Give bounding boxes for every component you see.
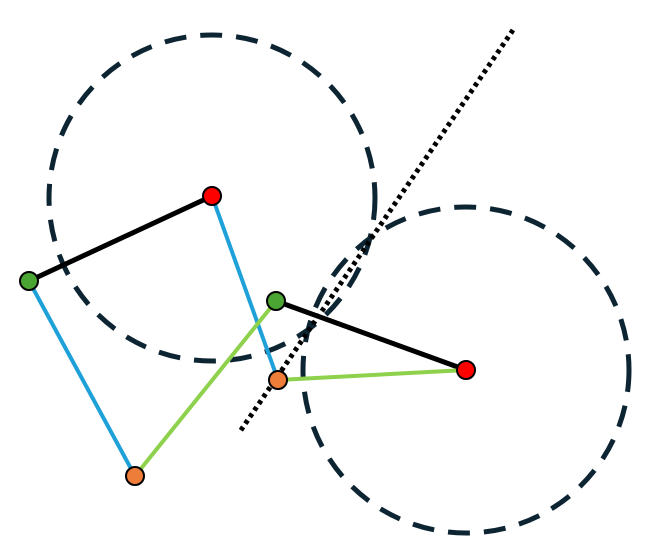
right-dashed-circle — [300, 204, 632, 536]
left-green-segment — [133, 299, 278, 478]
left-green-point — [19, 271, 39, 291]
right-red-point — [456, 360, 476, 380]
right-orange-point — [268, 370, 288, 390]
left-red-point — [202, 186, 222, 206]
right-green-point — [266, 291, 286, 311]
mirror-line — [236, 28, 516, 435]
left-orange-point — [125, 466, 145, 486]
right-green-segment — [276, 368, 468, 382]
right-black-segment — [273, 298, 469, 373]
left-dashed-circle — [46, 32, 378, 364]
left-black-segment — [26, 193, 215, 284]
left-blue-segment-from-red — [210, 194, 280, 382]
left-blue-segment-from-green — [27, 279, 137, 478]
